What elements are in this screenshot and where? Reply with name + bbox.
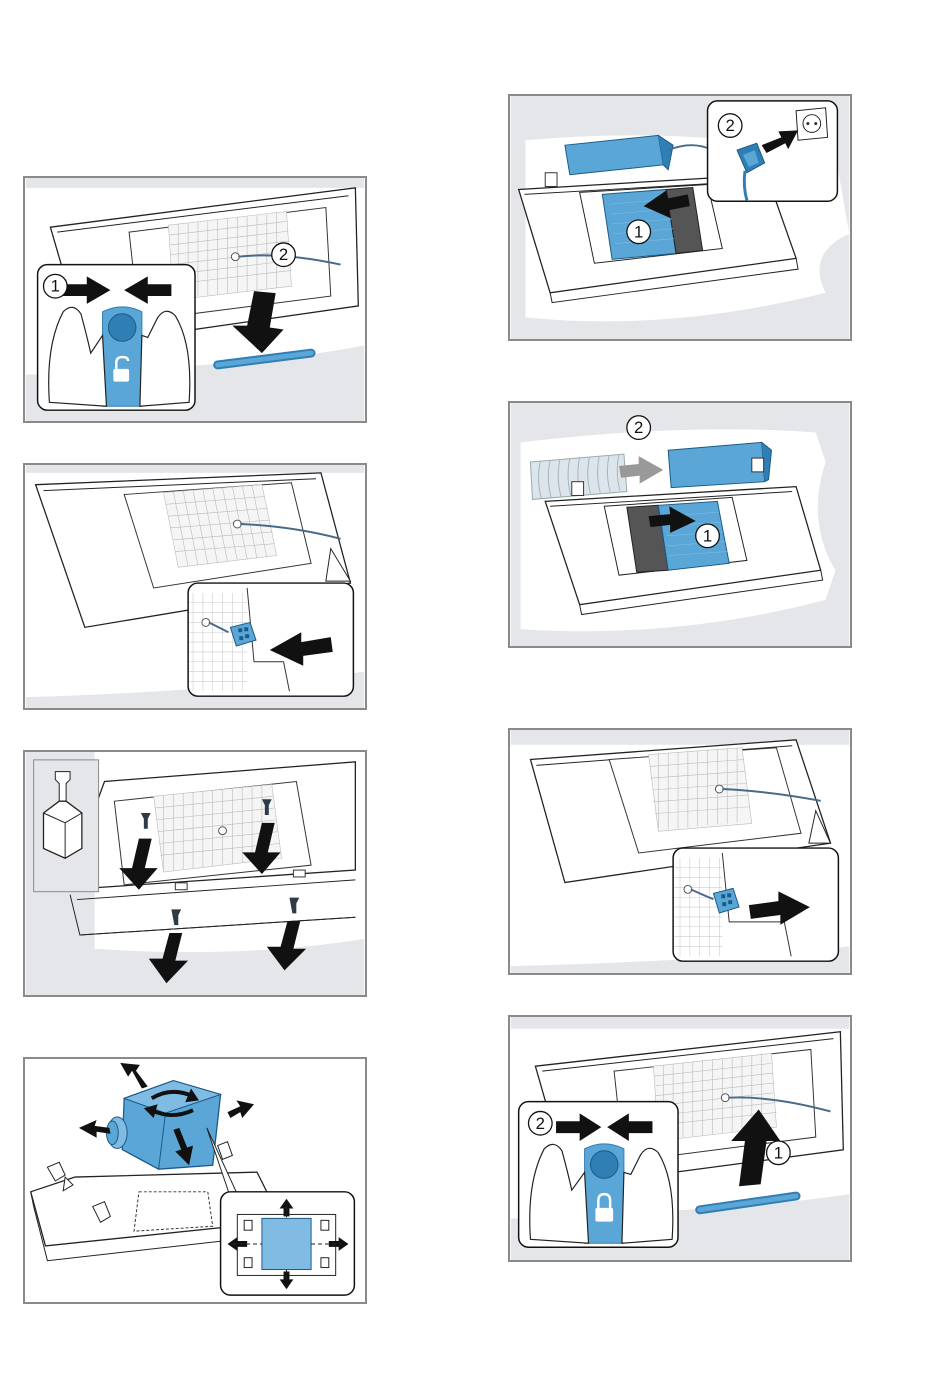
step-number-1: 1 <box>51 277 60 296</box>
illustration-panel-4 <box>23 1057 367 1304</box>
step-number-2: 2 <box>726 116 735 135</box>
step-number-2: 2 <box>279 245 288 264</box>
illustration-panel-2 <box>23 463 367 710</box>
power-socket-icon <box>796 108 827 140</box>
illustration-panel-1: 2 1 <box>23 176 367 423</box>
step-number-1: 1 <box>703 526 712 545</box>
step-number-2: 2 <box>536 1114 545 1133</box>
step-number-1: 1 <box>634 222 643 241</box>
step-number-1: 1 <box>774 1143 783 1162</box>
illustration-panel-7 <box>508 728 852 975</box>
step-number-2: 2 <box>634 418 643 437</box>
illustration-panel-6: 2 1 <box>508 401 852 648</box>
illustration-panel-5: 1 2 <box>508 94 852 341</box>
illustration-panel-8: 1 2 <box>508 1015 852 1262</box>
illustration-panel-3 <box>23 750 367 997</box>
